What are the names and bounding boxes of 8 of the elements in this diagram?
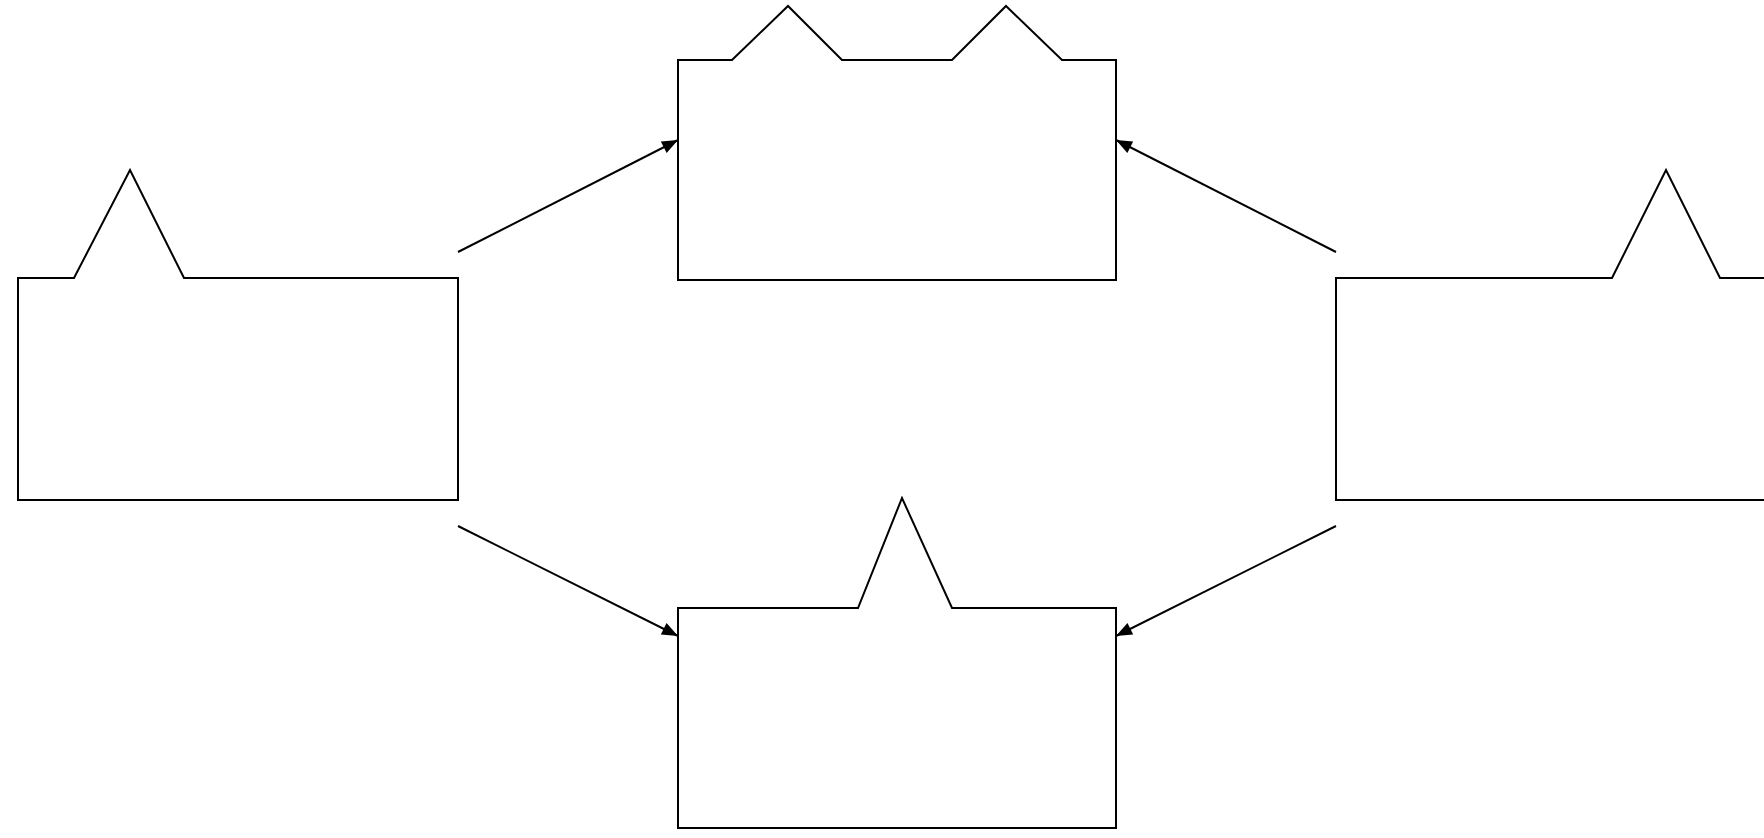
tabbed-box: [16, 168, 460, 502]
tabbed-box: [676, 4, 1118, 282]
tabbed-box: [676, 496, 1118, 830]
arrow: [1115, 525, 1337, 637]
arrow: [457, 525, 679, 637]
arrow: [1115, 139, 1337, 253]
tabbed-box: [1334, 168, 1764, 502]
arrow: [457, 139, 679, 253]
